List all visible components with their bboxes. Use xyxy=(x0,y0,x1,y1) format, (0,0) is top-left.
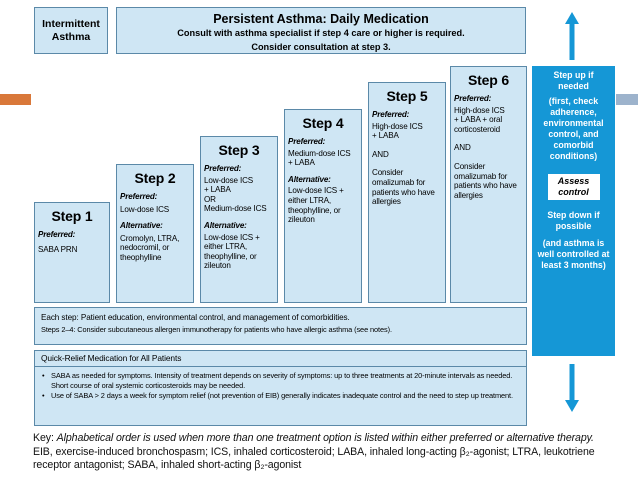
quick-relief-list: SABA as needed for symptoms. Intensity o… xyxy=(41,371,520,400)
step-3-preferred-label: Preferred: xyxy=(204,164,242,173)
quick-relief-bullet: SABA as needed for symptoms. Intensity o… xyxy=(41,371,520,390)
step-4-preferred-label: Preferred: xyxy=(288,137,326,146)
step-4-alternative-value: Low-dose ICS + either LTRA, theophylline… xyxy=(288,186,344,225)
intermittent-asthma-label: Intermittent Asthma xyxy=(42,17,100,43)
step-4-alternative-label: Alternative: xyxy=(288,174,331,184)
quick-relief-title: Quick-Relief Medication for All Patients xyxy=(35,353,526,368)
step-6-title: Step 6 xyxy=(467,72,510,88)
step-up-label: Step up if needed xyxy=(553,70,594,91)
step-1-preferred-value: SABA PRN xyxy=(38,244,78,254)
steps-2-4-line: Steps 2–4: Consider subcutaneous allerge… xyxy=(41,325,392,334)
step-2-alternative-value: Cromolyn, LTRA, nedocromil, or theophyll… xyxy=(120,233,180,262)
step-5-box: Step 5 Preferred: High-dose ICS + LABA A… xyxy=(368,82,446,303)
step-1-box: Step 1 Preferred: SABA PRN xyxy=(34,202,110,303)
step-5-preferred-line: + LABA xyxy=(372,131,399,141)
step-down-label: Step down if possible xyxy=(547,210,600,231)
step-3-box: Step 3 Preferred: Low-dose ICS + LABA OR… xyxy=(200,136,278,303)
step-5-preferred-line: High-dose ICS xyxy=(372,121,423,131)
step-5-preferred-label: Preferred: xyxy=(372,110,410,119)
step-6-preferred-line: corticosteroid xyxy=(454,124,501,134)
step-up-note: (first, check adherence, environmental c… xyxy=(543,96,604,161)
decorative-bar-left xyxy=(0,94,31,105)
each-step-line: Each step: Patient education, environmen… xyxy=(41,313,350,322)
step-1-title: Step 1 xyxy=(51,208,93,224)
step-4-preferred-line: + LABA xyxy=(288,158,315,168)
step-6-and-label: AND xyxy=(454,143,471,153)
decorative-bar-right xyxy=(616,94,638,105)
step-2-alternative-label: Alternative: xyxy=(120,221,163,231)
step-up-down-panel: Step up if needed (first, check adherenc… xyxy=(532,66,615,356)
step-3-preferred-line: Low-dose ICS xyxy=(204,175,254,185)
step-4-preferred-line: Medium-dose ICS xyxy=(288,148,351,158)
step-5-and-label: AND xyxy=(372,149,389,159)
assess-control-label: Assess control xyxy=(547,174,600,200)
persistent-asthma-consider-line: Consider consultation at step 3. xyxy=(251,41,391,52)
step-6-consider-value: Consider omalizumab for patients who hav… xyxy=(454,161,517,200)
persistent-asthma-title: Persistent Asthma: Daily Medication xyxy=(213,12,429,26)
step-2-preferred-label: Preferred: xyxy=(120,192,158,201)
step-6-preferred-line: + LABA + oral xyxy=(454,115,502,125)
persistent-asthma-consult-line: Consult with asthma specialist if step 4… xyxy=(177,28,465,38)
step-4-box: Step 4 Preferred: Medium-dose ICS + LABA… xyxy=(284,109,362,303)
step-2-preferred-value: Low-dose ICS xyxy=(120,204,170,214)
step-1-preferred-label: Preferred: xyxy=(38,230,76,239)
step-2-title: Step 2 xyxy=(134,170,176,186)
step-3-preferred-line: OR xyxy=(204,194,216,204)
step-6-box: Step 6 Preferred: High-dose ICS + LABA +… xyxy=(450,66,527,303)
arrow-up-icon xyxy=(565,12,579,60)
step-3-preferred-line: Medium-dose ICS xyxy=(204,204,267,214)
persistent-asthma-header: Persistent Asthma: Daily Medication Cons… xyxy=(116,7,526,54)
arrow-down-icon xyxy=(565,364,579,412)
step-6-preferred-line: High-dose ICS xyxy=(454,105,505,115)
step-3-title: Step 3 xyxy=(218,142,260,158)
key-italic-note: Alphabetical order is used when more tha… xyxy=(56,432,594,444)
step-3-preferred-line: + LABA xyxy=(204,185,231,195)
step-3-alternative-value: Low-dose ICS + either LTRA, theophylline… xyxy=(204,232,260,271)
quick-relief-box: Quick-Relief Medication for All Patients… xyxy=(34,350,527,426)
quick-relief-bullet: Use of SABA > 2 days a week for symptom … xyxy=(41,391,520,401)
step-5-consider-value: Consider omalizumab for patients who hav… xyxy=(372,168,435,207)
step-5-title: Step 5 xyxy=(386,88,428,104)
key-abbreviations: EIB, exercise-induced bronchospasm; ICS,… xyxy=(33,445,595,472)
step-3-alternative-label: Alternative: xyxy=(204,220,247,230)
intermittent-asthma-header: Intermittent Asthma xyxy=(34,7,108,54)
key-legend: Key: Alphabetical order is used when mor… xyxy=(33,432,613,473)
step-2-box: Step 2 Preferred: Low-dose ICS Alternati… xyxy=(116,164,194,303)
step-down-note: (and asthma is well controlled at least … xyxy=(537,238,610,270)
step-6-preferred-label: Preferred: xyxy=(454,94,492,103)
key-label: Key: xyxy=(33,432,57,444)
step-4-title: Step 4 xyxy=(302,115,344,131)
each-step-box: Each step: Patient education, environmen… xyxy=(34,307,527,345)
